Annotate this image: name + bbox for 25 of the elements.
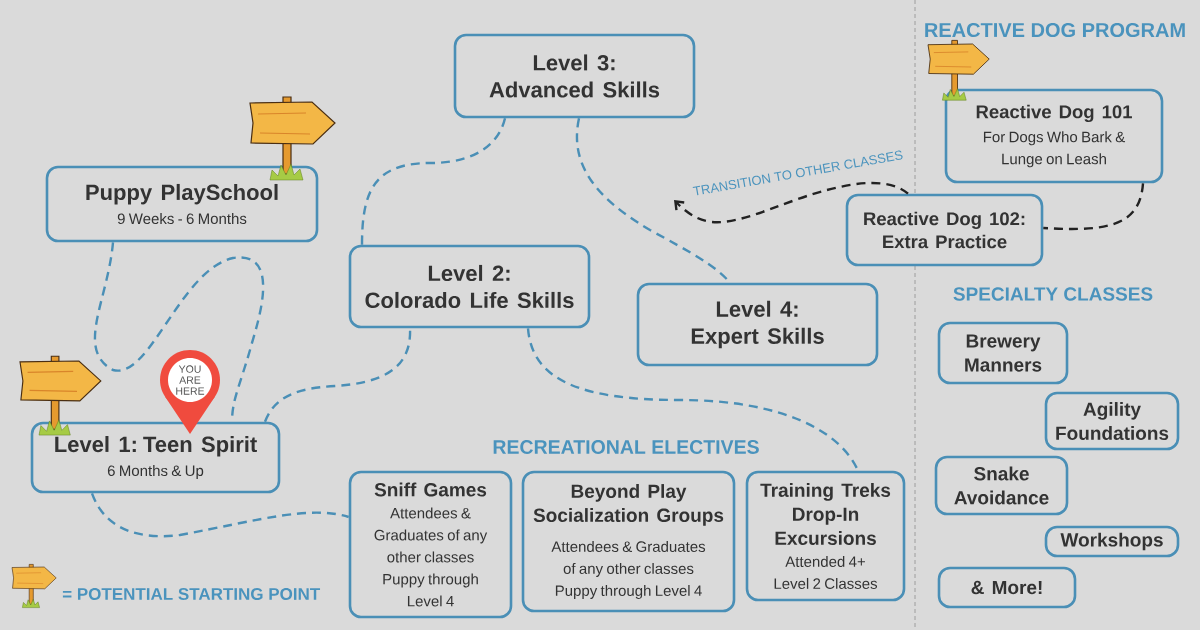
legend-text: = POTENTIAL STARTING POINT xyxy=(62,588,321,601)
class-box: Brewery Manners xyxy=(937,321,1069,385)
class-box: Training Treks Drop-In Excursions Attended 4+ Level 2 Classes xyxy=(745,470,906,602)
class-box: Level 2: Colorado Life Skills xyxy=(348,244,591,329)
class-box: Level 4: Expert Skills xyxy=(636,282,879,367)
trail-line xyxy=(360,117,507,245)
location-pin: YOU ARE HERE xyxy=(160,350,220,434)
class-box: Reactive Dog 102: Extra Practice xyxy=(845,193,1044,267)
class-box: Sniff Games Attendees & Graduates of any other classes Puppy through Level 4 xyxy=(348,470,513,619)
trail-line xyxy=(674,181,909,224)
class-box: Level 3: Advanced Skills xyxy=(453,33,696,119)
class-box: Snake Avoidance xyxy=(934,455,1069,516)
class-box: Agility Foundations xyxy=(1044,391,1180,451)
trail-line xyxy=(263,328,412,423)
class-box: & More! xyxy=(937,566,1077,609)
section-heading: RECREATIONAL ELECTIVES xyxy=(493,440,759,454)
class-box: Puppy PlaySchool 9 Weeks - 6 Months xyxy=(45,165,319,243)
trail-line xyxy=(90,492,349,538)
section-heading: REACTIVE DOG PROGRAM xyxy=(925,22,1185,38)
class-box: Workshops xyxy=(1044,525,1180,558)
class-box: Reactive Dog 101 For Dogs Who Bark & Lunge on Leash xyxy=(944,88,1164,184)
trail-line xyxy=(1043,183,1145,231)
class-box: Level 1: Teen Spirit 6 Months & Up xyxy=(30,421,281,494)
section-heading: SPECIALTY CLASSES xyxy=(953,287,1153,301)
class-box: Beyond Play Socialization Groups Attendees & Graduates of any other classes Puppy through Level 4 xyxy=(521,470,736,613)
